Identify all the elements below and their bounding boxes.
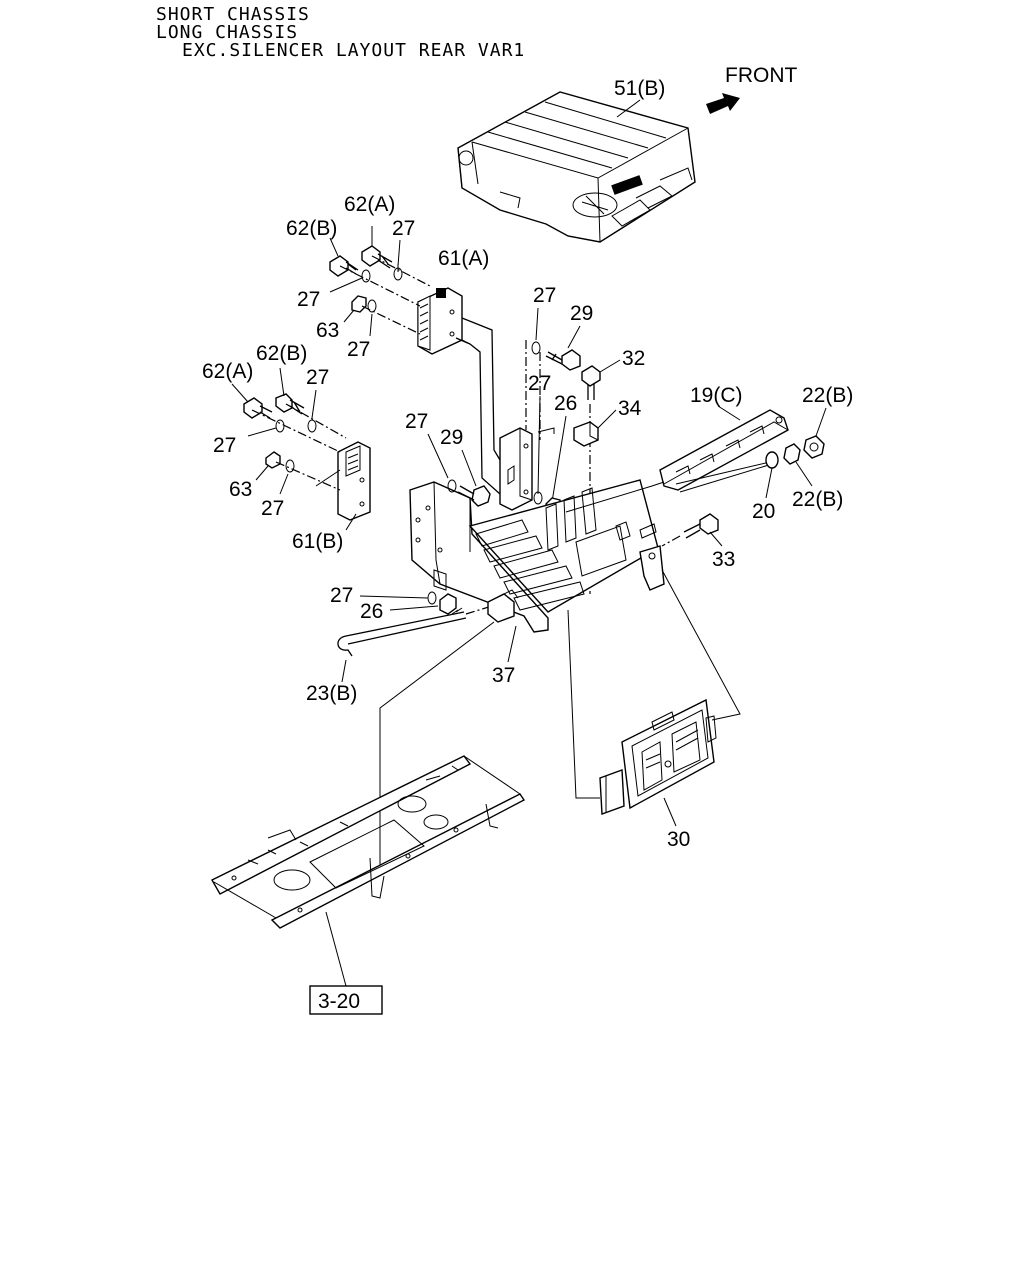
callout-22b-mid: 22(B) [792, 488, 843, 511]
bolt-29-mid [457, 485, 491, 507]
callout-26-low: 26 [360, 600, 383, 623]
callout-29-mid: 29 [440, 426, 463, 449]
bracket-61b-part [337, 441, 371, 521]
clip-34 [573, 421, 599, 447]
callout-22b-top: 22(B) [802, 384, 853, 407]
callout-61a: 61(A) [438, 247, 489, 270]
callout-62b-left: 62(B) [256, 342, 307, 365]
washer-27-c [367, 299, 377, 313]
washer-27-e [533, 491, 543, 505]
callout-27-d: 27 [533, 284, 556, 307]
callout-33: 33 [712, 548, 735, 571]
nut-63-left [265, 451, 281, 469]
callout-37: 37 [492, 664, 515, 687]
clamp-37 [487, 589, 519, 623]
chassis-frame-part [211, 755, 526, 929]
vertical-mount-bracket [499, 427, 533, 511]
washer-20 [765, 451, 779, 469]
callout-61b: 61(B) [292, 530, 343, 553]
nut-26-low [439, 593, 457, 615]
callout-62a-left: 62(A) [202, 360, 253, 383]
callout-19c: 19(C) [690, 384, 743, 407]
carrier-frame-part [409, 479, 665, 633]
callout-27-a: 27 [392, 217, 415, 240]
support-bar-19c [659, 409, 789, 491]
reference-box [309, 985, 383, 1015]
callout-27-h: 27 [405, 410, 428, 433]
callout-26-top: 26 [554, 392, 577, 415]
callout-51b: 51(B) [614, 77, 665, 100]
header-line-variant: EXC.SILENCER LAYOUT REAR VAR1 [182, 40, 526, 61]
header-line-long-chassis: LONG CHASSIS [156, 22, 299, 43]
step-cover-part [457, 91, 696, 243]
bolt-62a-left [243, 397, 273, 419]
washer-27-h [447, 479, 457, 493]
nut-22b-mid [783, 443, 801, 465]
reference-box-label: 3-20 [318, 990, 360, 1013]
bolt-33 [683, 513, 719, 539]
bolt-32 [581, 365, 601, 400]
callout-27-g: 27 [213, 434, 236, 457]
bracket-61a-part [417, 287, 471, 355]
callout-27-i: 27 [261, 497, 284, 520]
washer-27-i [285, 459, 295, 473]
nut-63-top [351, 295, 367, 313]
callout-62b-top: 62(B) [286, 217, 337, 240]
callout-34: 34 [618, 397, 642, 420]
nut-22b-top [803, 435, 825, 459]
callout-27-e: 27 [528, 372, 551, 395]
washer-27-d [531, 341, 541, 355]
callout-63-left: 63 [229, 478, 252, 501]
callout-29-top: 29 [570, 302, 593, 325]
washer-27-j [427, 591, 437, 605]
bolt-29-top [545, 349, 581, 371]
callout-32: 32 [622, 347, 645, 370]
washer-27-b [361, 269, 371, 283]
bolt-62a-top [361, 245, 393, 269]
callout-62a-top: 62(A) [344, 193, 395, 216]
washer-27-f [307, 419, 317, 433]
callout-27-c: 27 [347, 338, 370, 361]
header-line-short-chassis: SHORT CHASSIS [156, 4, 310, 25]
mounting-plate-30 [599, 698, 717, 815]
bolt-62b-top [329, 255, 359, 277]
callout-23b: 23(B) [306, 682, 357, 705]
front-arrow-icon [706, 93, 740, 114]
rod-23b [337, 607, 467, 657]
callout-27-b: 27 [297, 288, 320, 311]
callout-27-f: 27 [306, 366, 329, 389]
callout-63-top: 63 [316, 319, 339, 342]
callout-27-j: 27 [330, 584, 353, 607]
callout-30: 30 [667, 828, 690, 851]
callout-20: 20 [752, 500, 775, 523]
washer-27-g [275, 419, 285, 433]
front-label: FRONT [725, 64, 797, 87]
bolt-62b-left [275, 393, 305, 415]
